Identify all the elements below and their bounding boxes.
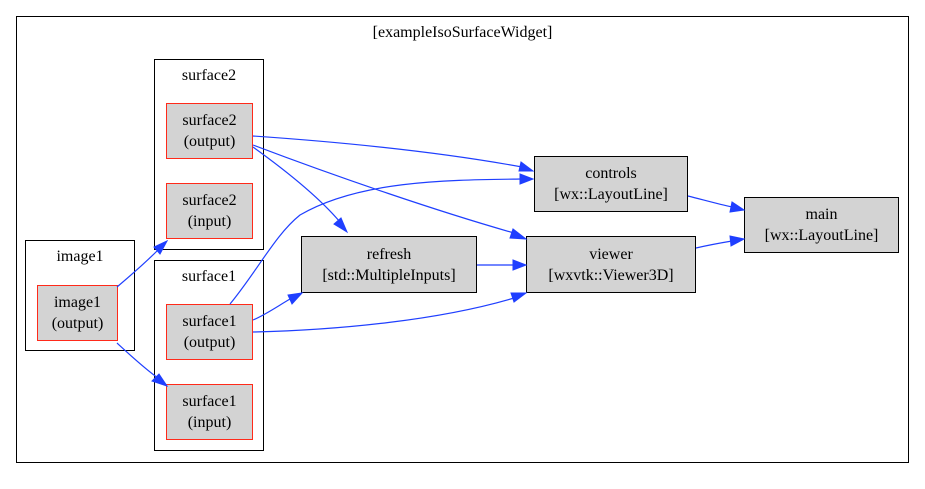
node-controls-type: [wx::LayoutLine] [554,186,668,203]
node-main-name: main [805,206,838,223]
node-surface1-output[interactable]: surface1 (output) [166,304,253,360]
node-controls[interactable]: controls [wx::LayoutLine] [534,156,688,212]
node-image1-output[interactable]: image1 (output) [37,285,118,341]
graph-cluster: [exampleIsoSurfaceWidget] [16,16,909,463]
node-main[interactable]: main [wx::LayoutLine] [744,197,899,253]
node-surface2-output[interactable]: surface2 (output) [166,103,253,159]
node-surface2-output-name: surface2 [182,112,237,129]
graph-title: [exampleIsoSurfaceWidget] [372,24,553,41]
node-viewer[interactable]: viewer [wxvtk::Viewer3D] [526,236,696,293]
node-image1-output-name: image1 [53,294,102,311]
node-refresh-type: [std::MultipleInputs] [322,266,456,284]
node-surface2-input[interactable]: surface2 (input) [166,183,253,239]
node-surface1-input[interactable]: surface1 (input) [166,384,253,440]
node-refresh-name: refresh [366,245,412,263]
node-surface1-input-name: surface1 [182,393,237,410]
node-main-type: [wx::LayoutLine] [764,227,879,244]
cluster-image1-label: image1 [56,248,104,265]
node-viewer-type: [wxvtk::Viewer3D] [548,266,674,284]
cluster-surface1-label: surface1 [181,268,237,285]
node-surface1-input-kind: (input) [187,414,232,431]
node-surface1-output-kind: (output) [183,334,236,351]
node-controls-name: controls [585,165,637,182]
node-surface2-output-kind: (output) [183,133,236,150]
node-viewer-name: viewer [589,245,633,263]
node-refresh[interactable]: refresh [std::MultipleInputs] [301,236,477,293]
node-surface2-input-kind: (input) [187,213,232,230]
cluster-image1: image1 [25,240,135,351]
node-image1-output-kind: (output) [51,315,104,332]
node-surface2-input-name: surface2 [182,192,237,209]
cluster-surface2-label: surface2 [181,67,237,84]
node-surface1-output-name: surface1 [182,313,237,330]
